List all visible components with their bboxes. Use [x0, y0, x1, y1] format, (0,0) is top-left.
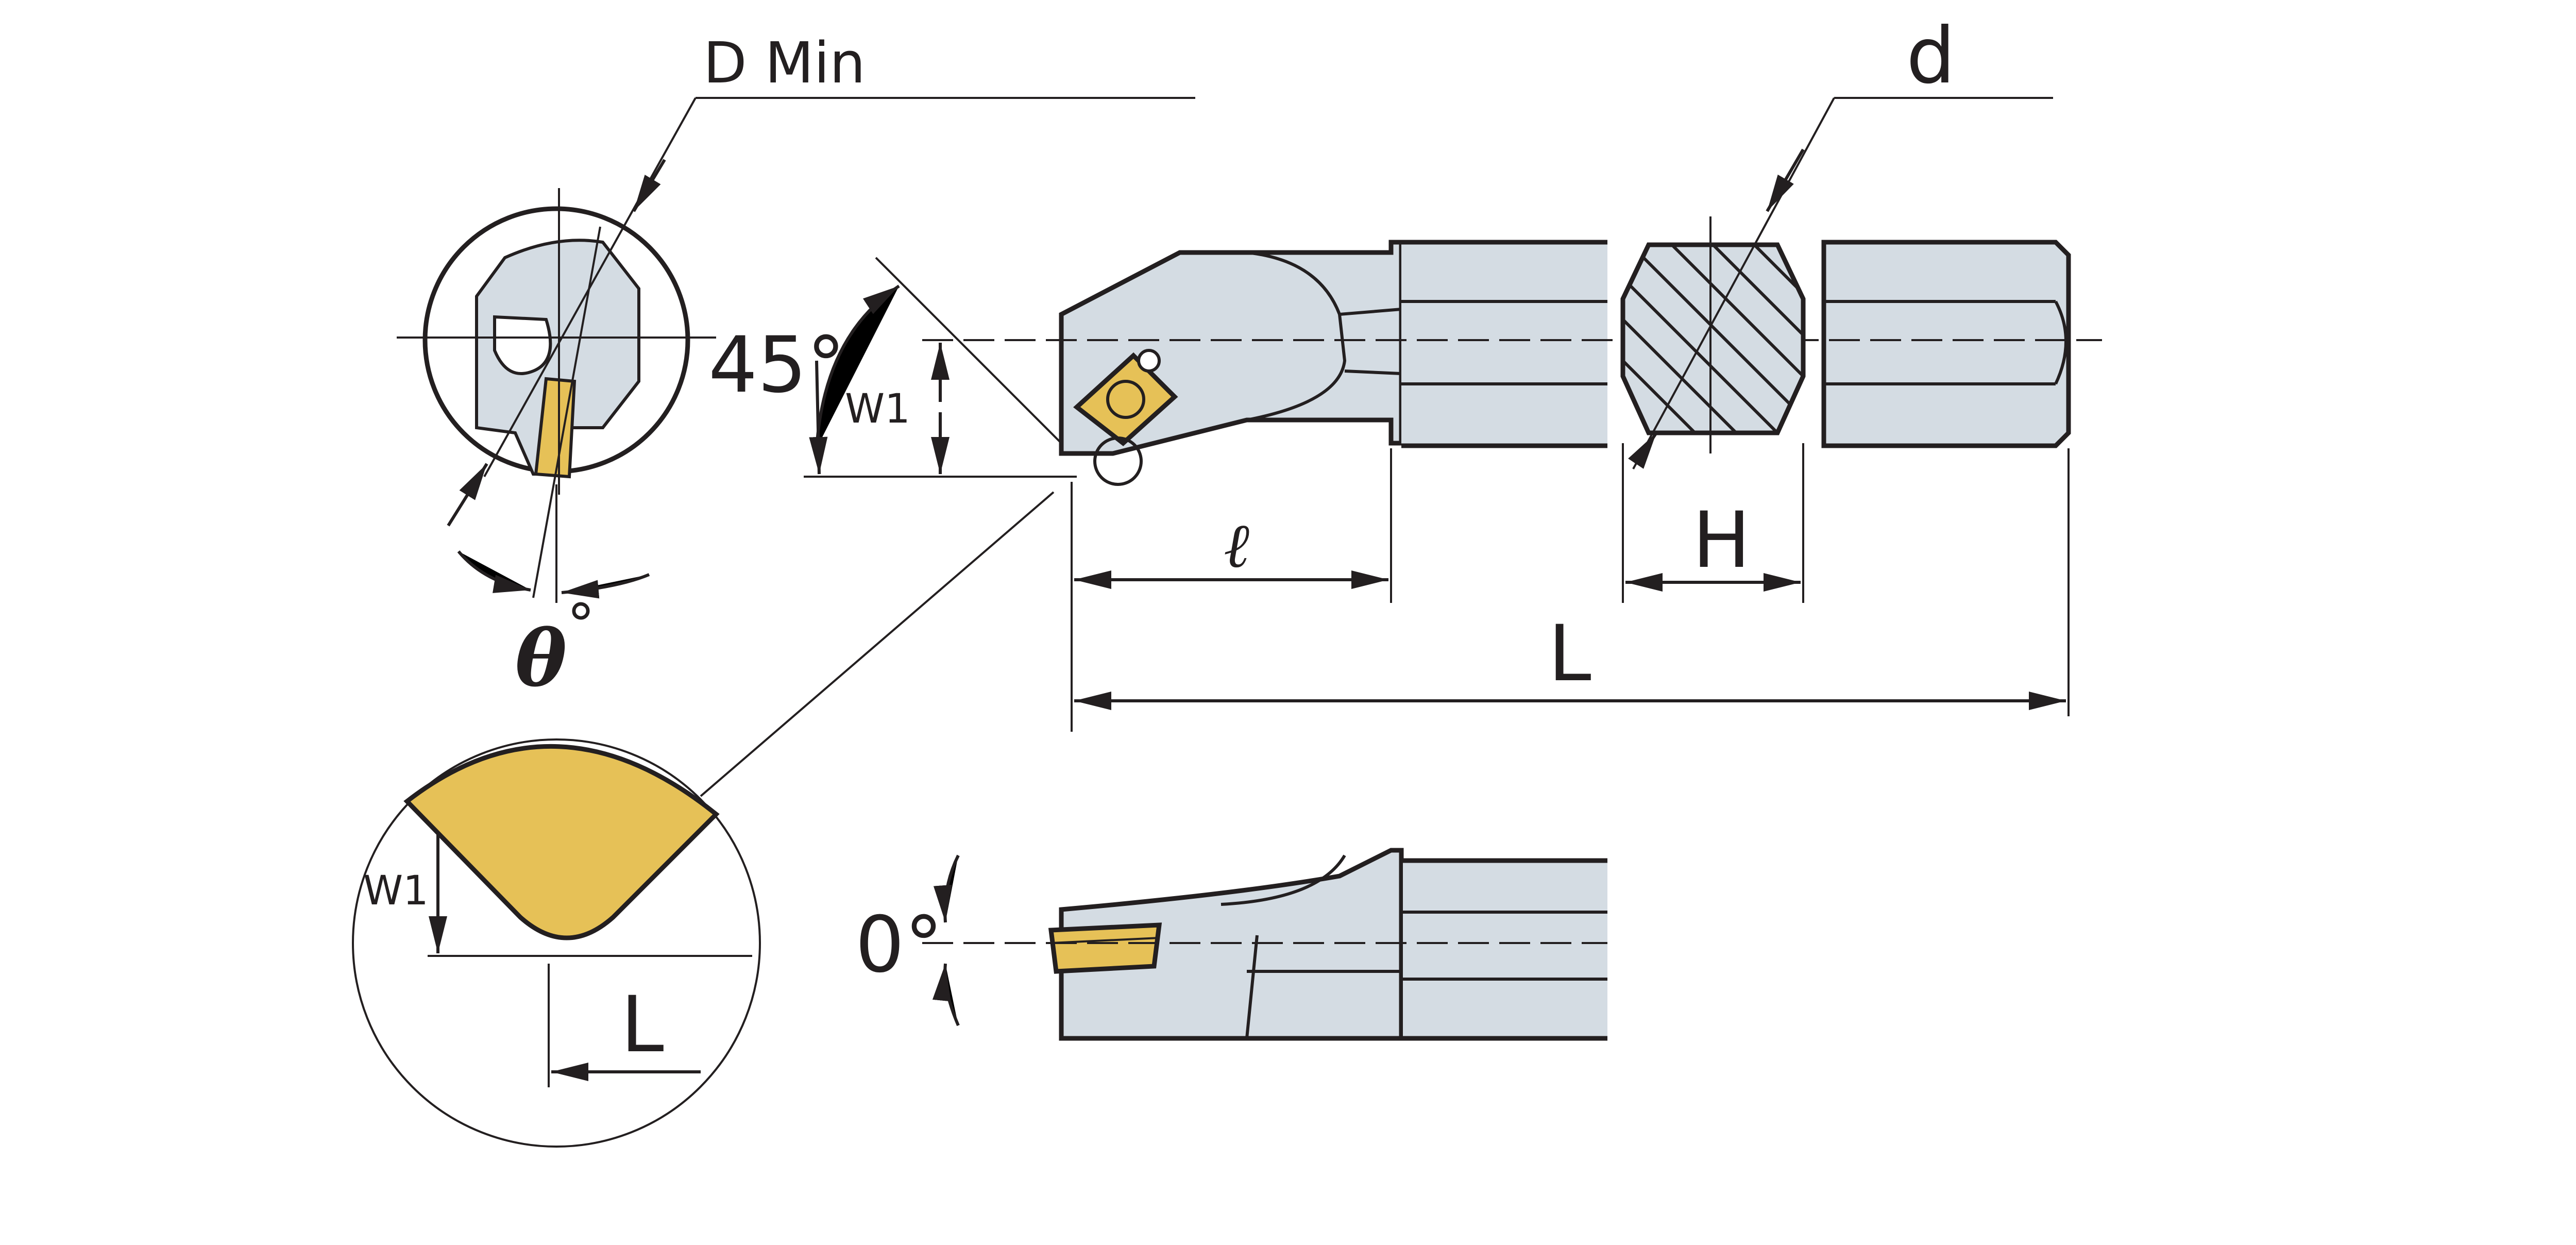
top-view-insert — [1048, 922, 1162, 974]
dmin-leader-diagonal — [483, 97, 697, 477]
main-insert — [1073, 352, 1178, 446]
cross-section-shape — [1620, 242, 1806, 435]
w1-main-label: W1 — [845, 386, 910, 432]
detail-w1-label: W1 — [363, 868, 429, 914]
angle-45-ext-line — [875, 257, 1062, 444]
bar-neck-line-top — [1339, 308, 1402, 316]
insert-clearance-circle — [1093, 436, 1143, 486]
insert-screw-hole — [1106, 380, 1145, 419]
dmin-label: D Min — [703, 30, 866, 96]
top-view-neck — [1245, 935, 1259, 1039]
dmin-arrow-top — [632, 159, 666, 212]
bar-neck-curve — [1246, 251, 1347, 422]
angle-0-label: 0° — [855, 900, 943, 990]
bar-tail — [1821, 240, 2071, 448]
dmin-arrow-bottom — [447, 463, 488, 527]
end-view-insert — [534, 377, 577, 479]
bar-neck-line-bottom — [1344, 369, 1402, 375]
bar-shank-section-1 — [1401, 242, 1607, 446]
top-view-body — [1059, 848, 1404, 1041]
theta-arrow-right — [561, 573, 650, 599]
angle-45-arrow-down — [809, 360, 828, 475]
top-view-shank — [1401, 861, 1607, 1038]
detail-circle — [352, 738, 761, 1148]
angle-45-dimension: 45° W1 — [708, 257, 1077, 478]
angle-45-label: 45° — [708, 321, 845, 410]
d-label: d — [1906, 11, 1955, 101]
angle-0-arrow-bottom — [932, 963, 960, 1027]
d-arrow-bottom — [1628, 432, 1658, 469]
theta-arrow-left — [457, 550, 531, 593]
angle-45-arrow-up — [815, 284, 900, 449]
l-overall-label: L — [1548, 609, 1591, 699]
theta-degree-label: ° — [567, 592, 595, 658]
detail-insert-tip — [403, 744, 720, 940]
cross-section: d — [1620, 11, 2053, 469]
theta-label: θ — [515, 613, 567, 704]
top-view-chip-curve — [1221, 854, 1346, 906]
end-view: θ ° D Min — [397, 30, 1195, 704]
end-view-recess — [493, 315, 552, 375]
insert-pin — [1137, 349, 1161, 373]
d-leader-diagonal — [1632, 97, 1835, 469]
angle-0-arrow-top — [933, 854, 960, 923]
d-arrow-top — [1766, 148, 1805, 212]
ell-label: ℓ — [1224, 510, 1249, 582]
boring-bar-side-view — [922, 240, 2102, 486]
bar-tail-end-curve — [2054, 300, 2067, 385]
detail-leader-line — [700, 491, 1055, 797]
length-dimensions: ℓ H L — [1071, 443, 2070, 732]
boring-bar-top-view: 0° — [855, 848, 1607, 1041]
h-label: H — [1692, 496, 1751, 585]
detail-l-label: L — [621, 980, 664, 1070]
cross-section-hatch — [1623, 245, 1803, 433]
insert-detail-view: W1 L — [352, 491, 1055, 1148]
